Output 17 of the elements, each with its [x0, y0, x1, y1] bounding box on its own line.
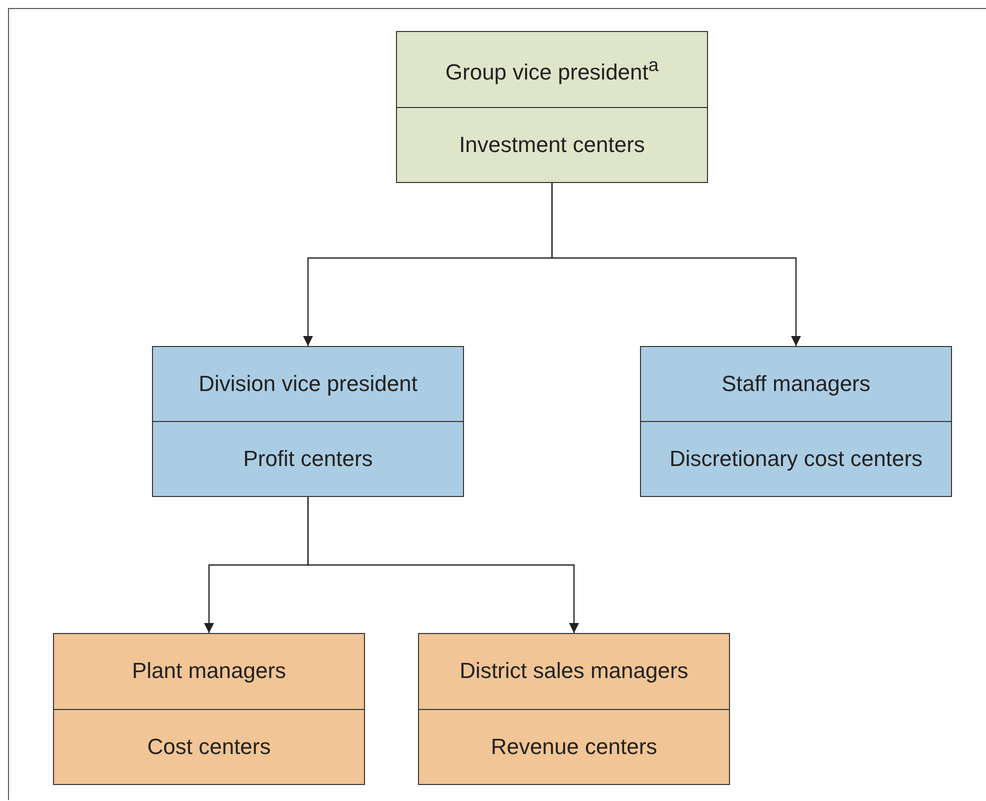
- role-title: Plant managers: [132, 658, 286, 684]
- responsibility-center-label: Discretionary cost centers: [669, 446, 923, 472]
- role-title: District sales managers: [460, 658, 688, 684]
- role-title: Group vice president$^{a}$: [445, 54, 659, 85]
- org-chart-box: [53, 633, 365, 785]
- connector-arrow: [307, 497, 579, 633]
- responsibility-center-label: Cost centers: [147, 734, 271, 760]
- responsibility-center-label: Revenue centers: [490, 734, 658, 760]
- org-chart-box: [152, 346, 464, 497]
- org-chart-box: [640, 346, 952, 497]
- org-chart-box: [396, 31, 708, 183]
- responsibility-center-label: Investment centers: [459, 132, 645, 158]
- org-chart-box: [418, 633, 730, 785]
- responsibility-center-label: Profit centers: [243, 446, 373, 472]
- connector-arrow: [551, 183, 801, 346]
- role-title: Division vice president: [198, 371, 418, 397]
- role-title: Staff managers: [722, 371, 870, 397]
